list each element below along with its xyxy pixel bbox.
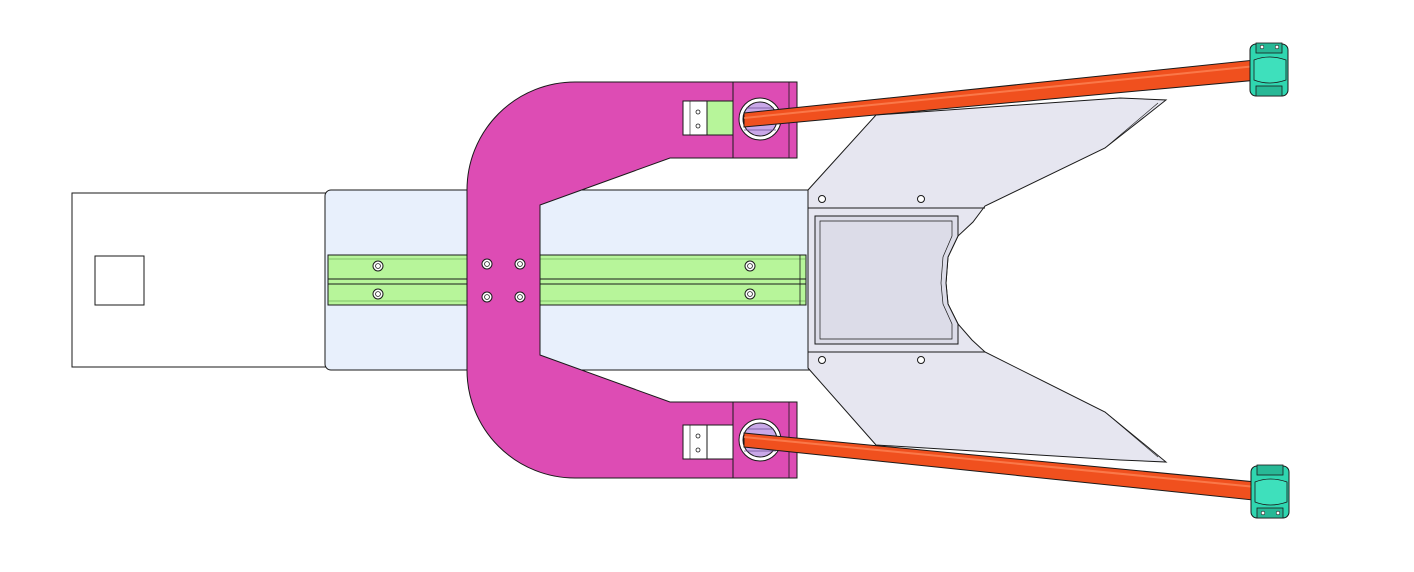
rail-bolt [744,288,756,300]
rail-bolt [372,260,384,272]
jaw-recess [814,215,959,345]
fork-jaw-plate [807,97,1168,463]
upper-hinge-bracket [682,100,734,136]
lower-hinge-bracket [682,424,734,460]
frame-bolt [514,258,526,270]
frame-bolt [481,291,493,303]
lower-end-clamp [1250,464,1290,519]
square-window [94,255,145,306]
upper-end-clamp [1249,42,1289,97]
base-block [71,192,329,368]
frame-bolt [481,258,493,270]
rail-bolt [372,288,384,300]
rail-bolt [744,260,756,272]
frame-bolt [514,291,526,303]
guide-rail [327,254,807,306]
